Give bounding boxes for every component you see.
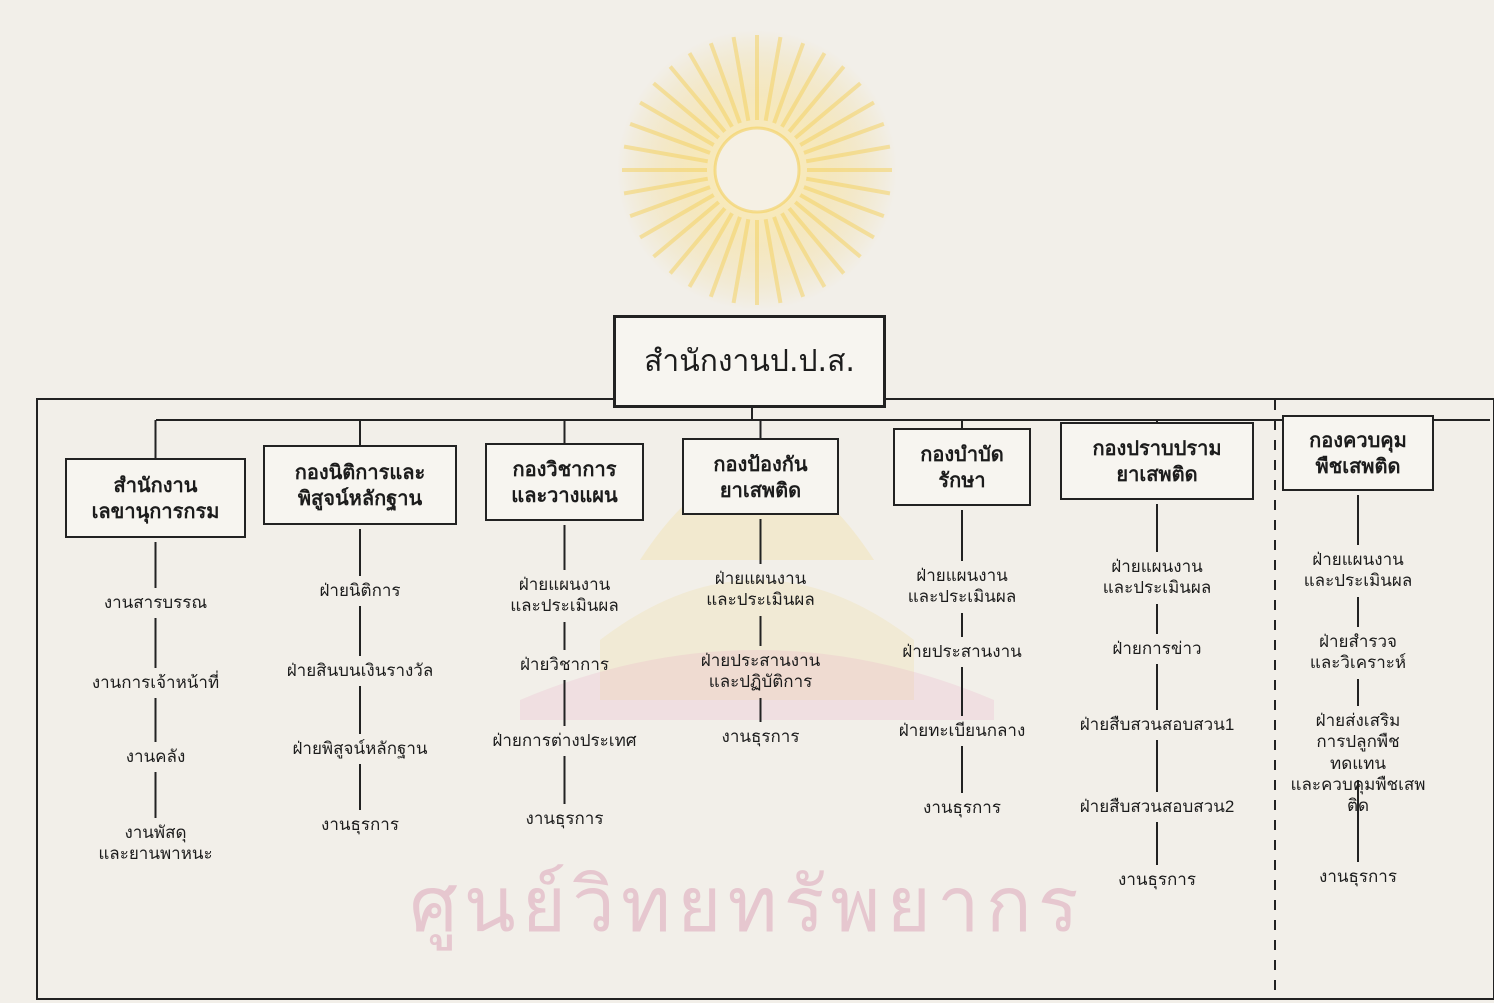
division-box: สำนักงาน เลขานุการกรม	[65, 458, 246, 538]
division-box: กองปราบปราม ยาเสพติด	[1060, 422, 1254, 500]
unit-item: งานธุรการ	[1118, 870, 1196, 889]
unit-item: ฝ่ายนิติการ	[319, 581, 401, 600]
division-box: กองควบคุม พืชเสพติด	[1282, 415, 1434, 491]
division-box: กองวิชาการ และวางแผน	[485, 443, 644, 521]
unit-item: ฝ่ายส่งเสริม การปลูกพืชทดแทน และควบคุมพื…	[1290, 711, 1426, 815]
unit-item: ฝ่ายประสานงาน และปฏิบัติการ	[700, 651, 821, 692]
unit-item: ฝ่ายสืบสวนสอบสวน1	[1079, 715, 1235, 734]
root-box: สำนักงานป.ป.ส.	[613, 315, 886, 408]
unit-item: งานธุรการ	[525, 809, 604, 828]
division-box: กองป้องกัน ยาเสพติด	[682, 438, 839, 515]
unit-item: งานธุรการ	[923, 798, 1001, 817]
unit-item: ฝ่ายแผนงาน และประเมินผล	[706, 569, 815, 610]
unit-item: ฝ่ายสำรวจ และวิเคราะห์	[1309, 632, 1407, 673]
unit-item: ฝ่ายทะเบียนกลาง	[898, 721, 1026, 740]
unit-item: ฝ่ายสินบนเงินรางวัล	[286, 661, 434, 680]
unit-item: ฝ่ายสืบสวนสอบสวน2	[1079, 797, 1235, 816]
unit-item: ฝ่ายแผนงาน และประเมินผล	[1102, 557, 1212, 598]
watermark-text: ศูนย์วิทยทรัพยากร	[409, 860, 1085, 949]
division-box: กองนิติการและ พิสูจน์หลักฐาน	[263, 445, 457, 525]
unit-item: ฝ่ายการต่างประเทศ	[492, 731, 637, 750]
unit-item: ฝ่ายแผนงาน และประเมินผล	[1303, 550, 1413, 591]
unit-item: ฝ่ายวิชาการ	[519, 655, 610, 674]
division-box: กองบำบัด รักษา	[893, 428, 1031, 506]
unit-item: ฝ่ายประสานงาน	[902, 642, 1022, 661]
unit-item: งานธุรการ	[1319, 867, 1397, 886]
unit-item: ฝ่ายแผนงาน และประเมินผล	[907, 566, 1017, 607]
unit-item: ฝ่ายพิสูจน์หลักฐาน	[292, 739, 428, 758]
unit-item: ฝ่ายแผนงาน และประเมินผล	[510, 575, 619, 616]
unit-item: งานธุรการ	[321, 815, 399, 834]
unit-item: งานพัสดุ และยานพาหนะ	[98, 823, 213, 864]
unit-item: งานสารบรรณ	[103, 593, 208, 612]
unit-item: ฝ่ายการข่าว	[1112, 639, 1202, 658]
unit-item: งานคลัง	[125, 747, 186, 766]
unit-item: งานการเจ้าหน้าที่	[91, 673, 220, 692]
unit-item: งานธุรการ	[721, 727, 800, 746]
